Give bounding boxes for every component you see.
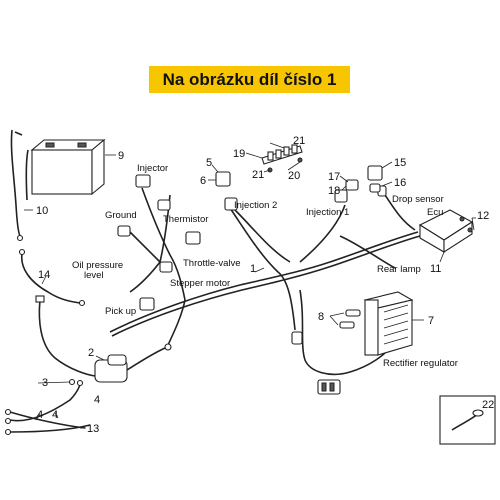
part-number-11: 11: [430, 263, 441, 275]
part-number-4-middle: 4: [52, 409, 58, 421]
label-pick-up: Pick up: [105, 306, 136, 317]
part-number-21-top: 21: [293, 135, 305, 147]
label-thermistor: Thermistor: [163, 214, 208, 225]
part-number-22: 22: [482, 399, 494, 411]
label-rectifier-regulator: Rectifier regulator: [383, 358, 458, 369]
label-throttle-valve: Throttle-valve: [183, 258, 241, 269]
part-number-12: 12: [477, 210, 489, 222]
label-oil-pressure: Oil pressure: [72, 260, 123, 271]
part-number-16: 16: [394, 177, 406, 189]
part-number-3: 3: [42, 377, 48, 389]
label-drop-sensor: Drop sensor: [392, 194, 444, 205]
label-injection-1: Injection 1: [306, 207, 349, 218]
label-ecu: Ecu: [427, 207, 443, 218]
ground-cable: [18, 248, 86, 307]
label-rear-lamp: Rear lamp: [377, 264, 421, 275]
part-number-4-left: 4: [37, 409, 43, 421]
part-number-18: 18: [328, 185, 340, 197]
rectifier-regulator: [363, 291, 414, 356]
part-22-inset: [439, 395, 496, 445]
part-number-10: 10: [36, 205, 48, 217]
title-banner: Na obrázku díl číslo 1: [149, 66, 350, 93]
fuse-holder: [261, 144, 303, 173]
part-number-7: 7: [428, 315, 434, 327]
label-injection-2: Injection 2: [234, 200, 277, 211]
part-number-4-right: 4: [94, 394, 100, 406]
part-number-9: 9: [118, 150, 124, 162]
part-number-20: 20: [288, 170, 300, 182]
label-oil-pressure-level: level: [84, 270, 104, 281]
part-number-19: 19: [233, 148, 245, 160]
part-number-15: 15: [394, 157, 406, 169]
part-number-14: 14: [38, 269, 50, 281]
label-ground: Ground: [105, 210, 137, 221]
label-stepper-motor: Stepper motor: [170, 278, 230, 289]
part-number-8: 8: [318, 311, 324, 323]
part-number-21-bottom: 21: [252, 169, 264, 181]
relays: [215, 165, 383, 193]
part-number-17: 17: [328, 171, 340, 183]
part-number-1: 1: [250, 263, 256, 275]
screws: [339, 309, 361, 329]
label-injector: Injector: [137, 163, 168, 174]
part-number-2: 2: [88, 347, 94, 359]
part-number-13: 13: [87, 423, 99, 435]
battery: [30, 138, 106, 196]
battery-cable: [10, 129, 29, 242]
leader-lines: [24, 142, 476, 429]
title-banner-text: Na obrázku díl číslo 1: [162, 69, 337, 89]
starter-relay: [94, 343, 172, 383]
part-number-5: 5: [206, 157, 212, 169]
starter-cables: [4, 295, 96, 436]
part-number-6: 6: [200, 175, 206, 187]
